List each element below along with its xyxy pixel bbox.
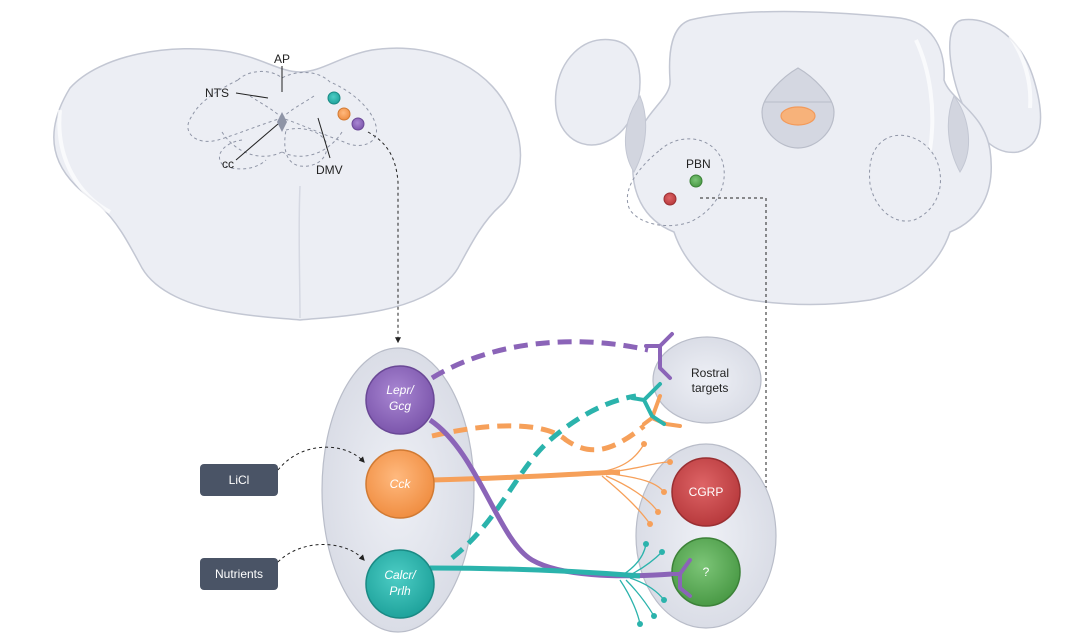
neuron-unknown: ? <box>671 537 741 607</box>
aqueduct-nucleus <box>780 106 816 126</box>
neuron-calcr-prlh: Calcr/ Prlh <box>365 549 435 619</box>
arrow-nutrients-to-calcr <box>277 544 365 563</box>
input-nutrients-label: Nutrients <box>215 567 263 581</box>
label-cc: cc <box>222 157 234 171</box>
dmv-outline <box>284 128 328 167</box>
nts-dot-orange <box>337 107 351 121</box>
pbn-outline-right <box>869 134 942 222</box>
neuron-cgrp: CGRP <box>671 457 741 527</box>
input-licl: LiCl <box>200 464 278 496</box>
orange-solid-projection <box>431 469 621 483</box>
nts-dot-teal <box>327 91 341 105</box>
teal-terminal-rostral <box>630 382 666 426</box>
neuron-lepr-gcg-label-2: Gcg <box>389 399 411 413</box>
pons-section: PBN <box>554 10 1042 306</box>
neuron-cck-label: Cck <box>390 477 412 491</box>
pbn-dot-red <box>663 192 677 206</box>
nts-dot-purple <box>351 117 365 131</box>
label-ap: AP <box>274 52 290 66</box>
pbn-outline-left <box>626 138 725 227</box>
teal-dashed-projection <box>450 393 637 560</box>
label-nts: NTS <box>205 86 229 100</box>
pbn-dot-green <box>689 174 703 188</box>
central-canal-icon <box>277 112 287 132</box>
input-nutrients: Nutrients <box>200 558 278 590</box>
orange-dashed-projection <box>431 423 646 453</box>
neuron-cgrp-label: CGRP <box>689 485 724 499</box>
neuron-calcr-prlh-label-1: Calcr/ <box>384 568 417 582</box>
teal-solid-projection <box>429 565 641 579</box>
rostral-targets-label-2: targets <box>692 381 729 395</box>
orange-terminals <box>599 443 671 525</box>
arrow-pbn-to-cluster <box>700 197 769 524</box>
rostral-targets-oval <box>652 336 762 424</box>
label-pbn: PBN <box>686 157 711 171</box>
neuron-unknown-label: ? <box>703 565 710 579</box>
input-licl-label: LiCl <box>229 473 250 487</box>
neuron-lepr-gcg: Lepr/ Gcg <box>365 365 435 435</box>
purple-terminal-rostral <box>644 332 674 380</box>
pbn-cluster-oval <box>635 443 777 629</box>
brainstem-section: AP NTS cc DMV <box>53 47 522 321</box>
nts-outline <box>187 71 377 146</box>
neuron-lepr-gcg-label-1: Lepr/ <box>386 383 415 397</box>
label-dmv: DMV <box>316 163 343 177</box>
brainstem-outline <box>53 47 522 321</box>
rostral-targets-label-1: Rostral <box>691 366 729 380</box>
left-cerebellar-peduncle <box>554 38 641 146</box>
neuron-calcr-prlh-label-2: Prlh <box>389 584 411 598</box>
arrow-nts-to-cluster <box>367 131 401 344</box>
neuron-cck: Cck <box>365 449 435 519</box>
purple-dashed-projection <box>430 339 649 381</box>
